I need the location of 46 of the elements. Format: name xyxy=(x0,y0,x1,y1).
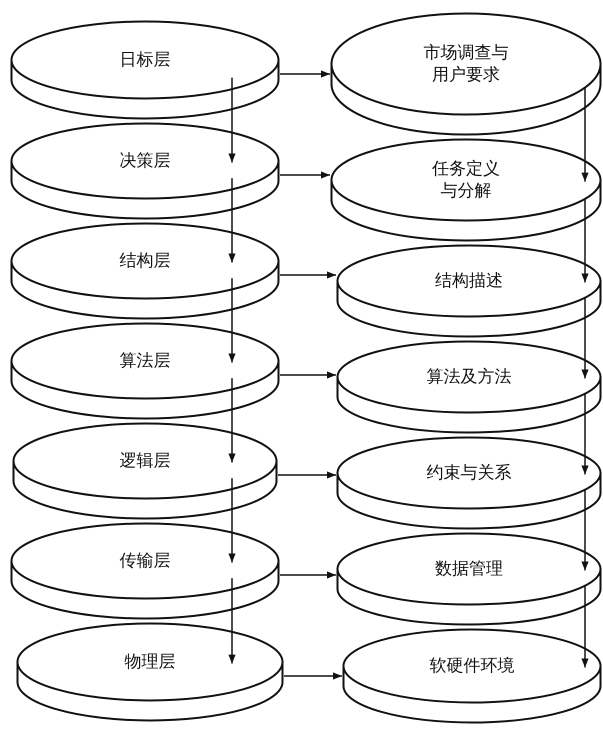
arrow xyxy=(280,571,336,579)
layer-disk xyxy=(10,20,280,120)
disk-label: 算法层 xyxy=(118,350,172,372)
disk-label: 软硬件环境 xyxy=(428,655,516,677)
arrow xyxy=(228,178,236,263)
arrow xyxy=(581,489,589,570)
layer-disk xyxy=(10,122,280,220)
arrow xyxy=(280,171,330,179)
layer-disk xyxy=(336,436,602,530)
arrow xyxy=(228,278,236,363)
arrow xyxy=(228,378,236,463)
layer-disk xyxy=(16,622,284,722)
arrow xyxy=(581,198,589,282)
arrow xyxy=(280,371,336,379)
arrow xyxy=(581,585,589,668)
arrow xyxy=(280,271,336,279)
disk-label: 结构层 xyxy=(118,250,172,272)
disk-label: 任务定义与分解 xyxy=(431,158,501,202)
layer-disk xyxy=(10,522,280,620)
disk-label: 结构描述 xyxy=(434,270,504,292)
arrow xyxy=(280,70,330,78)
layer-disk xyxy=(10,222,280,320)
arrow xyxy=(581,393,589,474)
disk-label: 传输层 xyxy=(118,550,172,572)
layer-disk xyxy=(342,628,602,724)
arrow xyxy=(284,672,342,680)
disk-label: 逻辑层 xyxy=(118,450,172,472)
layer-disk xyxy=(336,532,602,626)
arrow xyxy=(581,297,589,378)
arrow xyxy=(228,78,236,163)
disk-label: 数据管理 xyxy=(434,558,504,580)
layer-disk xyxy=(336,244,602,338)
arrow xyxy=(278,471,336,479)
layer-disk xyxy=(336,340,602,434)
disk-label: 日标层 xyxy=(118,49,172,71)
arrow xyxy=(228,578,236,664)
disk-label: 市场调查与用户要求 xyxy=(422,42,510,86)
layer-disk xyxy=(12,422,278,520)
layer-disk xyxy=(330,12,602,136)
disk-label: 约束与关系 xyxy=(426,462,512,484)
arrow xyxy=(228,478,236,563)
layer-disk xyxy=(10,322,280,420)
disk-label: 算法及方法 xyxy=(426,366,512,388)
layer-disk xyxy=(330,138,602,242)
disk-label: 决策层 xyxy=(118,150,172,172)
disk-label: 物理层 xyxy=(124,651,176,673)
